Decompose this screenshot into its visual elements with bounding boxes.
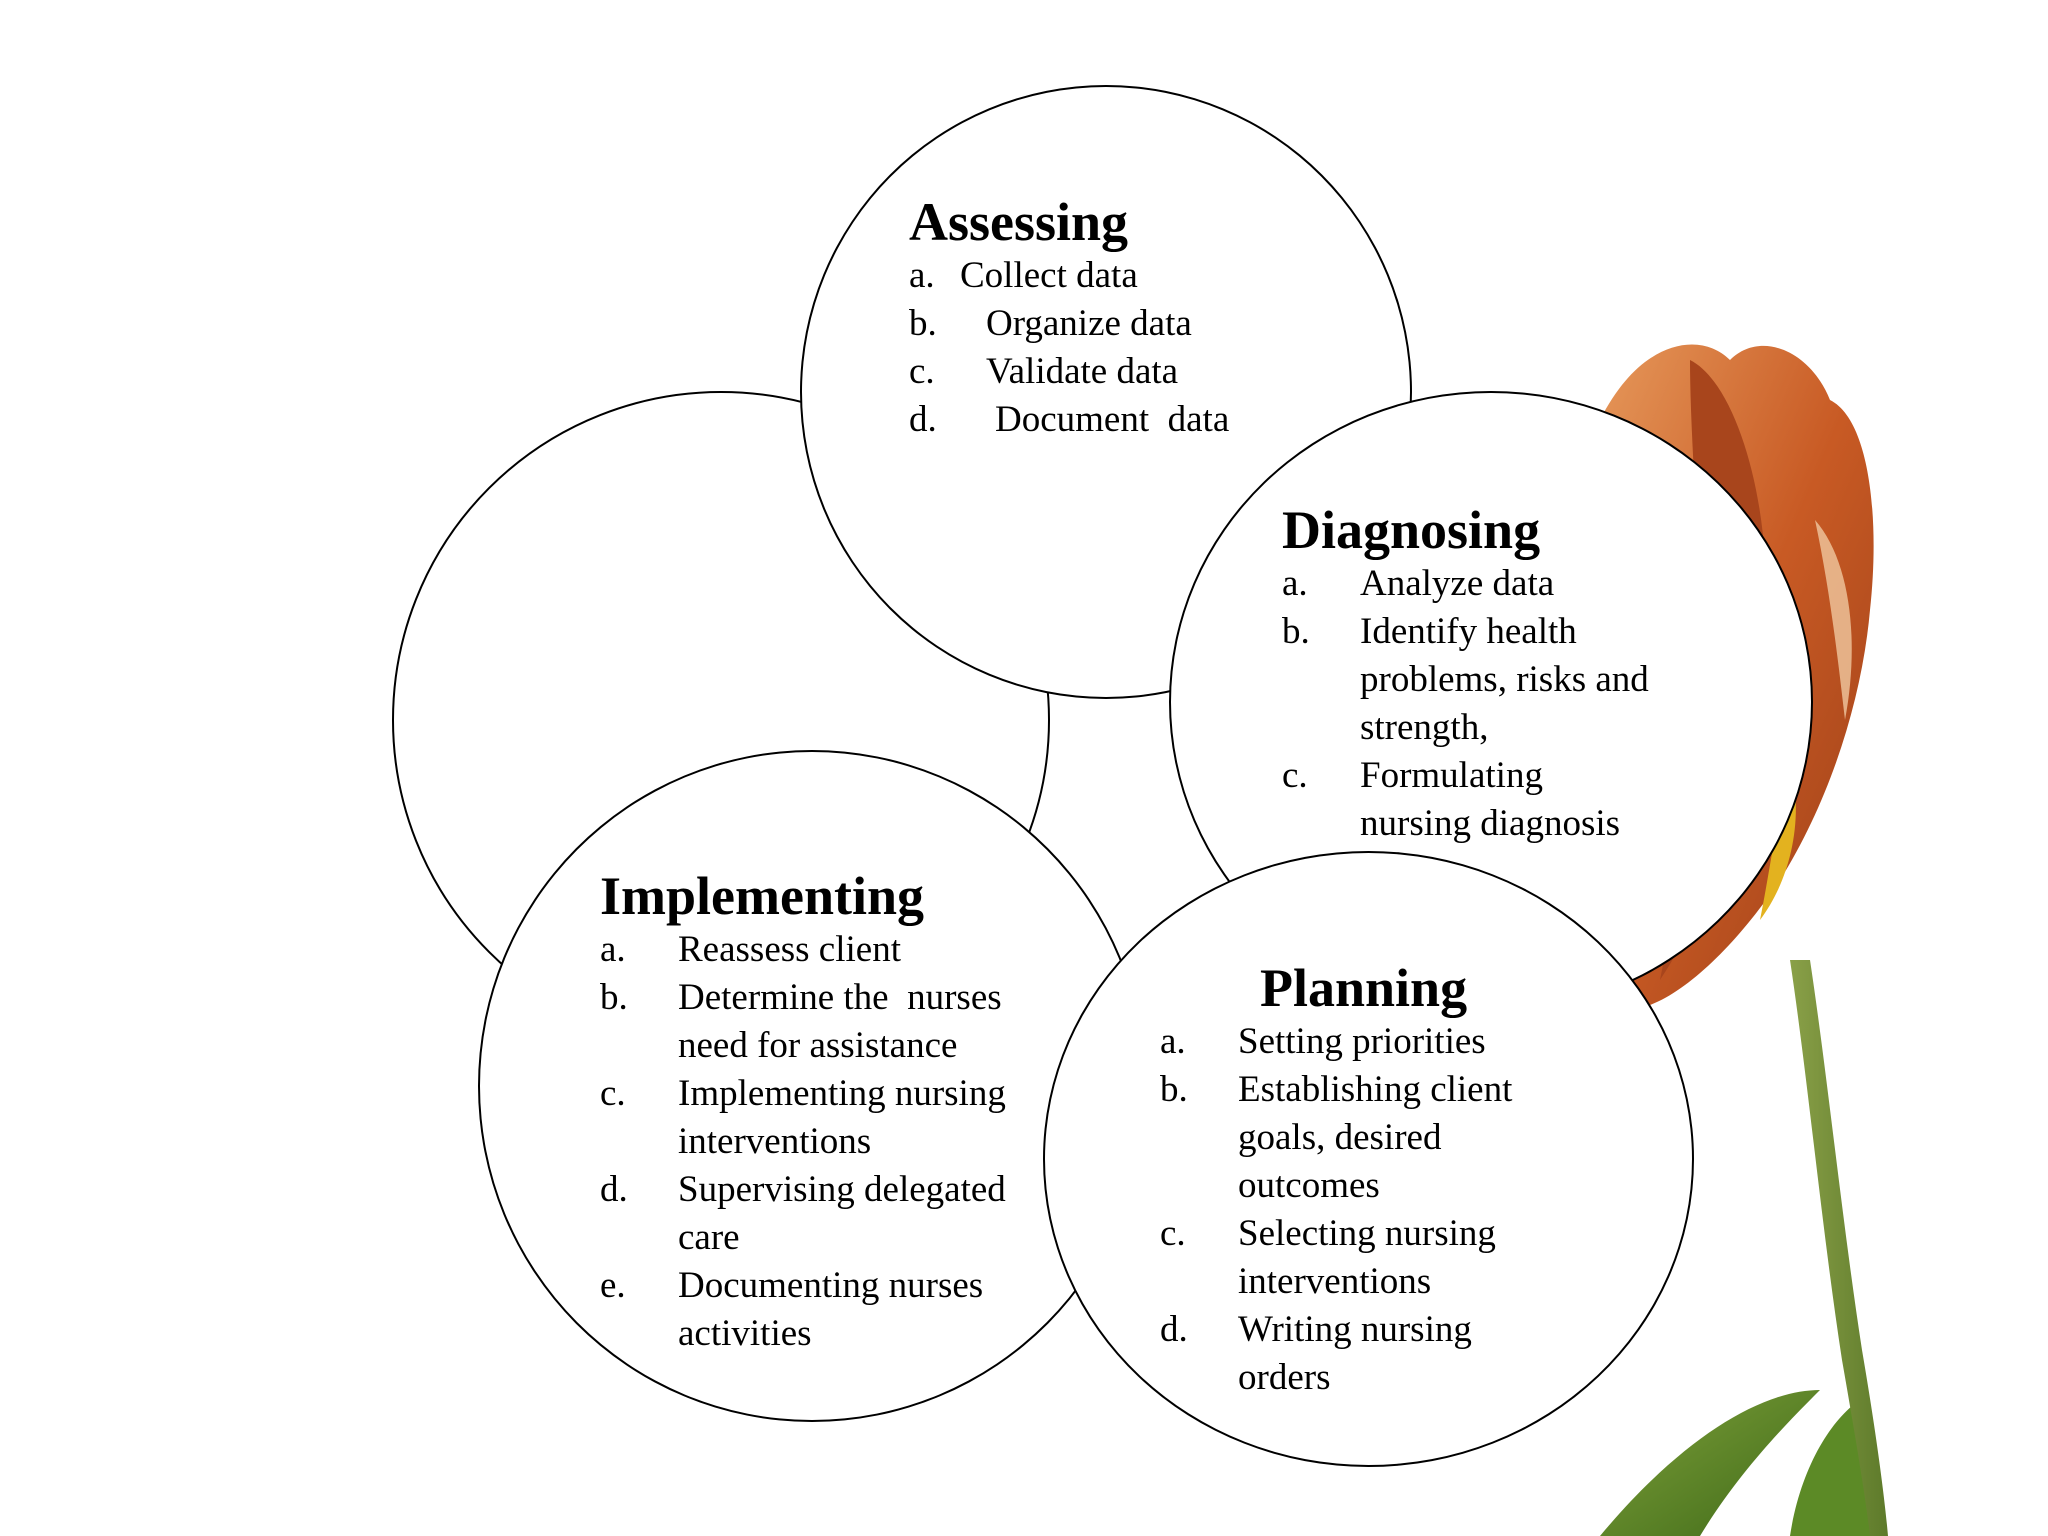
list-item: c. Validate data	[909, 351, 1179, 392]
tulip-stem	[1790, 960, 1888, 1536]
list-item: e. Documenting nurses activities	[600, 1265, 984, 1354]
tulip-leaf	[1600, 1390, 1820, 1536]
assessing-block: Assessing a. Collect data b. Organize da…	[909, 192, 1289, 444]
list-item: d. Supervising delegated care	[600, 1169, 1006, 1258]
diagnosing-block: Diagnosing a. Analyze data b. Identify h…	[1282, 500, 1702, 848]
circle-implementing	[478, 750, 1146, 1422]
list-item: c. Formulating nursing diagnosis	[1282, 755, 1621, 844]
list-item: a. Reassess client	[600, 929, 901, 970]
assessing-title: Assessing	[909, 192, 1129, 252]
diagnosing-title: Diagnosing	[1282, 500, 1541, 560]
list-item: a. Collect data	[909, 255, 1138, 296]
assessing-list: a. Collect data b. Organize data c. Vali…	[909, 252, 1289, 444]
list-item: b. Identify health problems, risks and s…	[1282, 611, 1649, 748]
planning-list: a. Setting priorities b. Establishing cl…	[1160, 1018, 1590, 1402]
implementing-list: a. Reassess client b. Determine the nurs…	[600, 926, 1060, 1358]
implementing-block: Implementing a. Reassess client b. Deter…	[600, 866, 1060, 1358]
planning-block: Planning a. Setting priorities b. Establ…	[1160, 958, 1590, 1402]
list-item: b. Determine the nurses need for assista…	[600, 977, 1011, 1066]
list-item: a. Analyze data	[1282, 563, 1555, 604]
list-item: b. Organize data	[909, 303, 1192, 344]
implementing-title: Implementing	[600, 866, 924, 926]
list-item: c. Selecting nursing interventions	[1160, 1213, 1496, 1302]
list-item: d. Writing nursing orders	[1160, 1309, 1472, 1398]
list-item: c. Implementing nursing interventions	[600, 1073, 1006, 1162]
list-item: b. Establishing client goals, desired ou…	[1160, 1069, 1513, 1206]
list-item: d. Document data	[909, 399, 1230, 440]
planning-title: Planning	[1260, 958, 1468, 1018]
diagnosing-list: a. Analyze data b. Identify health probl…	[1282, 560, 1702, 848]
list-item: a. Setting priorities	[1160, 1021, 1486, 1062]
circle-planning	[1043, 851, 1694, 1467]
tulip-petal	[1815, 520, 1852, 720]
